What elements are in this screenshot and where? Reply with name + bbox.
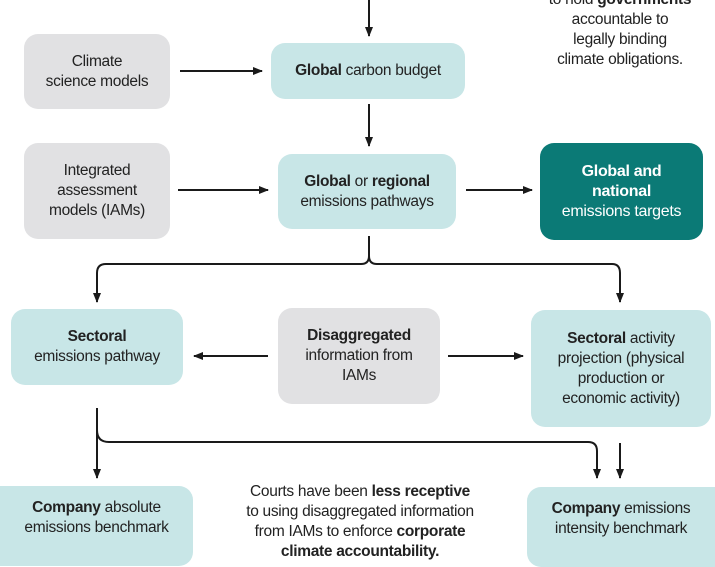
arrow-pathways-split-right (368, 255, 624, 303)
emissions-targets-box: Global and national emissions targets (540, 143, 703, 240)
sectoral-activity-projection-box: Sectoral activity projection (physical p… (531, 310, 711, 427)
courts-note: Courts have been less receptive to using… (246, 483, 474, 560)
emissions-pathways-box: Global or regional emissions pathways (278, 154, 456, 229)
connector-arrows (93, 0, 624, 479)
global-carbon-budget-box: Global carbon budget (271, 43, 465, 99)
arrow-sectoral-to-intensity (96, 429, 601, 479)
governments-note: to hold governments accountable to legal… (549, 0, 692, 68)
arrow-pathways-split (93, 236, 370, 303)
